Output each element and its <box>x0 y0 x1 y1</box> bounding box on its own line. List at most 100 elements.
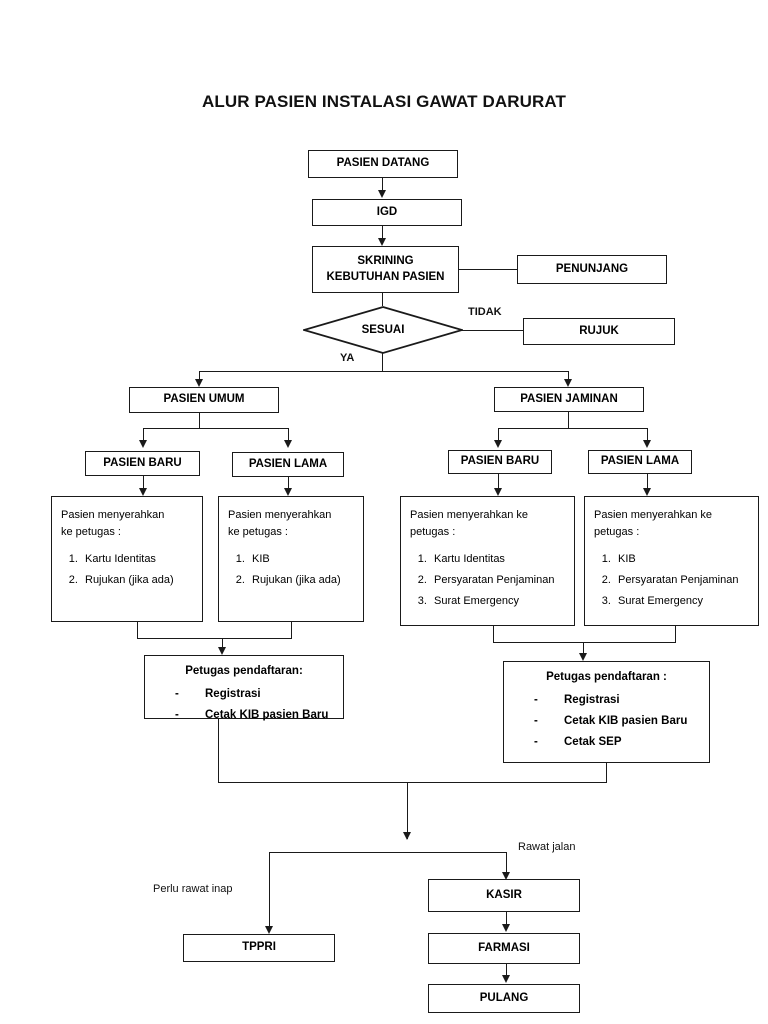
detail-head: Pasien menyerahkan ke petugas : <box>61 509 165 539</box>
connector-umum-left-drop <box>143 428 145 442</box>
node-pasien-datang[interactable]: PASIEN DATANG <box>308 150 458 178</box>
node-tppri[interactable]: TPPRI <box>183 934 335 962</box>
connector-umum-down <box>199 413 201 429</box>
registration-title: Petugas pendaftaran: <box>185 665 303 677</box>
connector-sesuai-rujuk <box>461 330 523 332</box>
page-title: ALUR PASIEN INSTALASI GAWAT DARURAT <box>202 92 566 111</box>
connector-jaminan-left-drop <box>498 428 500 442</box>
node-label: RUJUK <box>579 324 619 337</box>
node-penunjang[interactable]: PENUNJANG <box>517 255 667 284</box>
list-item: Cetak KIB pasien Baru <box>534 715 701 729</box>
registration-list: RegistrasiCetak KIB pasien Baru <box>153 688 335 723</box>
node-kasir[interactable]: KASIR <box>428 879 580 912</box>
edge-label-ya: YA <box>340 352 355 364</box>
connector-umumlama-merge-drop <box>291 622 293 639</box>
arrowhead-umumbaru-detail <box>139 488 147 496</box>
arrowhead-pulang <box>502 975 510 983</box>
node-label: PASIEN DATANG <box>336 157 430 170</box>
connector-jaminanbaru-merge-drop <box>493 626 495 643</box>
connector-farmasi-pulang <box>506 964 508 977</box>
connector-jaminanlama-detail <box>647 474 649 490</box>
decision-sesuai[interactable]: SESUAI <box>303 306 463 354</box>
node-rujuk[interactable]: RUJUK <box>523 318 675 345</box>
node-jaminan-pasien-lama[interactable]: PASIEN LAMA <box>588 450 692 474</box>
node-pasien-jaminan[interactable]: PASIEN JAMINAN <box>494 387 644 412</box>
detail-list: KIBPersyaratan PenjaminanSurat Emergency <box>594 553 749 608</box>
registration-list: RegistrasiCetak KIB pasien BaruCetak SEP <box>512 694 701 749</box>
node-umum-pasien-lama[interactable]: PASIEN LAMA <box>232 452 344 477</box>
detail-head: Pasien menyerahkan ke petugas : <box>228 509 332 539</box>
node-label: PASIEN BARU <box>460 455 540 468</box>
node-skrining[interactable]: SKRINING KEBUTUHAN PASIEN <box>312 246 459 293</box>
connector-umum-split-bus <box>143 428 289 430</box>
node-label: PENUNJANG <box>555 262 629 275</box>
connector-skrining-sesuai <box>382 293 384 306</box>
node-umum-pasien-baru[interactable]: PASIEN BARU <box>85 451 200 476</box>
detail-list: Kartu IdentitasRujukan (jika ada) <box>61 553 193 588</box>
arrowhead-pasien-jaminan <box>564 379 572 387</box>
arrowhead-umumlama-detail <box>284 488 292 496</box>
connector-jaminanreg-down <box>606 763 608 783</box>
connector-sesuai-down <box>382 352 384 372</box>
node-label: PASIEN JAMINAN <box>520 392 618 405</box>
arrowhead-umum-baru <box>139 440 147 448</box>
connector-kasir-farmasi <box>506 912 508 926</box>
registration-box-jaminan: Petugas pendaftaran : RegistrasiCetak KI… <box>503 661 710 763</box>
connector-split-bus-main <box>199 371 569 373</box>
connector-umumbaru-detail <box>143 476 145 490</box>
node-igd[interactable]: IGD <box>312 199 462 226</box>
node-label: TPPRI <box>242 941 276 954</box>
list-item: Kartu Identitas <box>81 553 193 567</box>
arrowhead-jaminan-registration <box>579 653 587 661</box>
connector-umum-merge-bus <box>137 638 292 640</box>
connector-umum-merge-center <box>222 638 224 650</box>
list-item: Surat Emergency <box>430 595 565 609</box>
detail-list: Kartu IdentitasPersyaratan PenjaminanSur… <box>410 553 565 608</box>
detail-box-jaminan-baru: Pasien menyerahkan ke petugas : Kartu Id… <box>400 496 575 626</box>
arrowhead-tppri <box>265 926 273 934</box>
connector-bottom-right-drop <box>506 852 508 875</box>
list-item: Rujukan (jika ada) <box>248 574 354 588</box>
node-label: PULANG <box>479 991 529 1004</box>
edge-label-perlu-rawat-inap: Perlu rawat inap <box>153 883 233 895</box>
connector-jaminanbaru-detail <box>498 474 500 490</box>
arrowhead-farmasi <box>502 924 510 932</box>
node-farmasi[interactable]: FARMASI <box>428 933 580 964</box>
connector-umum-right-drop <box>288 428 290 442</box>
connector-jaminanlama-merge-drop <box>675 626 677 643</box>
arrowhead-datang-igd <box>378 190 386 198</box>
detail-box-umum-lama: Pasien menyerahkan ke petugas : KIB Rujuk… <box>218 496 364 622</box>
registration-title: Petugas pendaftaran : <box>546 671 667 683</box>
arrowhead-igd-skrining <box>378 238 386 246</box>
node-label: PASIEN UMUM <box>163 393 245 406</box>
node-pulang[interactable]: PULANG <box>428 984 580 1013</box>
list-item: KIB <box>248 553 354 567</box>
detail-head: Pasien menyerahkan ke petugas : <box>410 509 529 539</box>
arrowhead-jaminanlama-detail <box>643 488 651 496</box>
decision-label: SESUAI <box>361 324 405 336</box>
connector-datang-igd <box>382 178 384 192</box>
node-label-line2: KEBUTUHAN PASIEN <box>326 270 445 283</box>
list-item: Persyaratan Penjaminan <box>614 574 749 588</box>
connector-bottom-split-bus <box>269 852 507 854</box>
arrowhead-jaminanbaru-detail <box>494 488 502 496</box>
list-item: Cetak SEP <box>534 736 701 750</box>
arrowhead-umum-registration <box>218 647 226 655</box>
list-item: Registrasi <box>534 694 701 708</box>
list-item: Cetak KIB pasien Baru <box>175 709 335 723</box>
connector-igd-skrining <box>382 226 384 240</box>
connector-main-trunk <box>407 782 409 839</box>
node-jaminan-pasien-baru[interactable]: PASIEN BARU <box>448 450 552 474</box>
connector-jaminan-merge-bus <box>493 642 676 644</box>
connector-jaminan-down <box>568 412 570 428</box>
node-label: KASIR <box>486 888 522 901</box>
node-label: IGD <box>376 205 398 218</box>
node-pasien-umum[interactable]: PASIEN UMUM <box>129 387 279 413</box>
list-item: Surat Emergency <box>614 595 749 609</box>
node-label: PASIEN LAMA <box>600 455 680 468</box>
connector-umumreg-down <box>218 719 220 783</box>
arrowhead-kasir <box>502 872 510 880</box>
arrowhead-jaminan-baru <box>494 440 502 448</box>
connector-jaminan-merge-center <box>583 642 585 655</box>
connector-umumbaru-merge-drop <box>137 622 139 639</box>
